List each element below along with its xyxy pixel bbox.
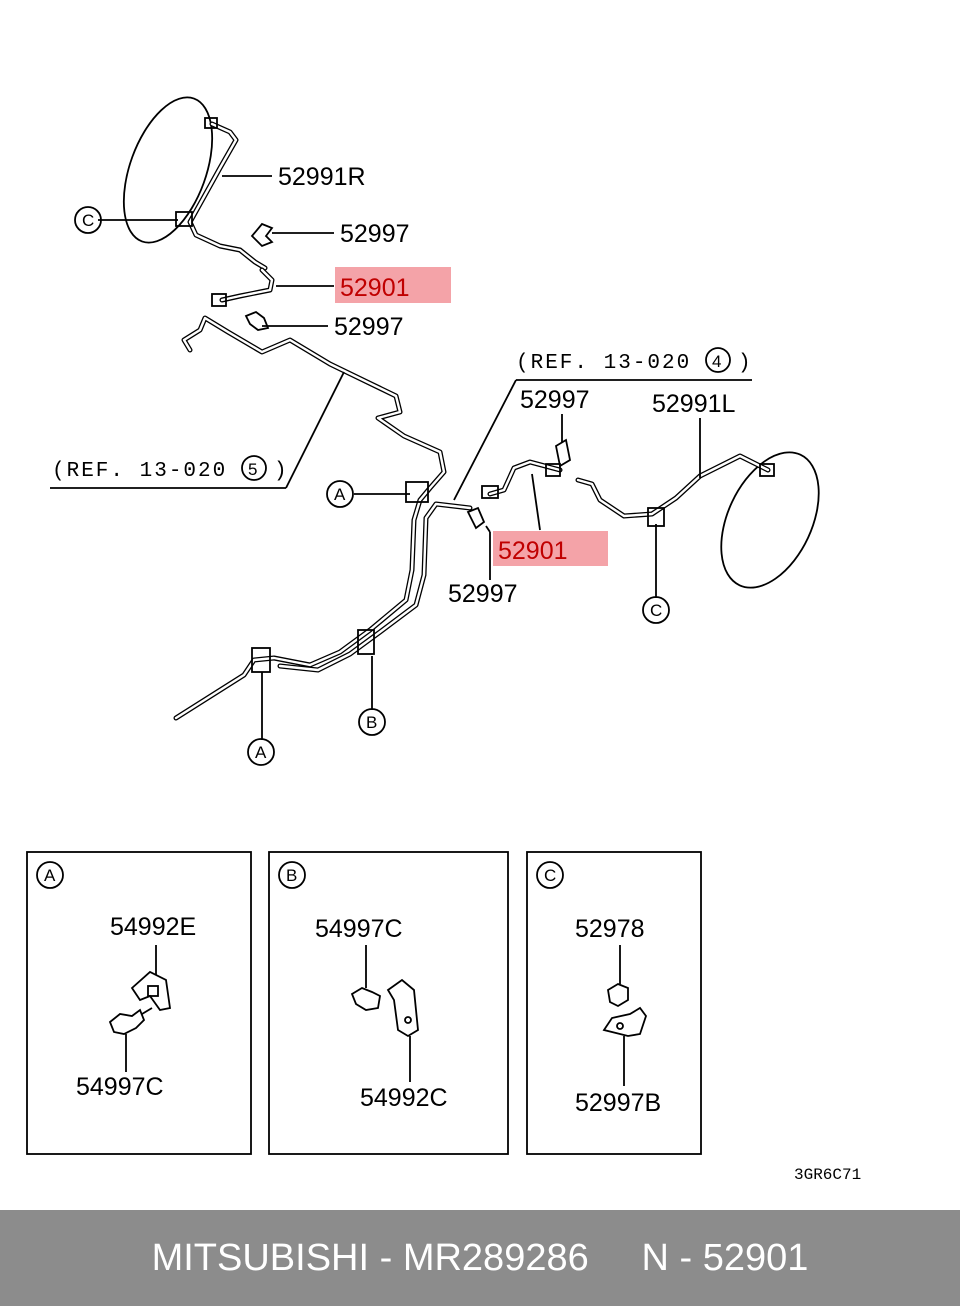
detail-c-tag: C [544, 866, 556, 885]
label-ref-5-num: 5 [248, 460, 257, 479]
callout-b: B [366, 713, 377, 732]
detail-a-part2: 54997C [76, 1073, 164, 1101]
callout-c-right: C [650, 601, 662, 620]
detail-a-part1: 54992E [110, 913, 196, 941]
clip-52997-top1 [250, 222, 274, 248]
main-brake-pipe [173, 315, 473, 721]
label-ref-4-close: ) [738, 352, 753, 375]
label-52997-mid: 52997 [448, 580, 518, 608]
label-52997-top2: 52997 [334, 313, 404, 341]
label-52997-right: 52997 [520, 386, 590, 414]
clip-52997-top2 [244, 310, 270, 331]
wheel-disc-left [720, 451, 820, 589]
label-52901-top: 52901 [340, 274, 410, 302]
detail-a-tag: A [44, 866, 56, 885]
callout-a-bottom: A [255, 743, 267, 762]
hose-52901-top [211, 267, 275, 307]
detail-c-part1: 52978 [575, 915, 645, 943]
detail-b-part2: 54992C [360, 1084, 448, 1112]
highlight-box-mid [493, 531, 608, 566]
label-ref-4: (REF. 13-020 [516, 352, 691, 375]
detail-c-part2: 52997B [575, 1089, 661, 1117]
label-ref-4-num: 4 [712, 352, 721, 371]
highlight-box-top [335, 267, 451, 303]
label-52991l: 52991L [652, 390, 736, 418]
wheel-disc-right-top [122, 96, 214, 244]
footer-part-text: MITSUBISHI - MR289286 N - 52901 [151, 1236, 809, 1279]
label-ref-5-close: ) [274, 460, 289, 483]
hose-52991l [575, 453, 775, 527]
brake-line-diagram: 52991R 52997 52901 52997 (REF. 13-020 4 … [26, 96, 861, 1184]
clip-52997-right [554, 438, 572, 468]
callout-a-mid: A [334, 485, 346, 504]
hose-52991r [175, 117, 268, 271]
label-52901-mid: 52901 [498, 537, 568, 565]
footer-bar: MITSUBISHI - MR289286 N - 52901 [0, 1210, 960, 1306]
hose-52901-mid [481, 459, 563, 499]
callout-c-top: C [82, 211, 94, 230]
detail-b-part1: 54997C [315, 915, 403, 943]
detail-box-a: A 54992E 54997C [26, 851, 252, 1155]
label-ref-5: (REF. 13-020 [52, 460, 227, 483]
detail-b-tag: B [286, 866, 297, 885]
label-52991r: 52991R [278, 163, 366, 191]
label-52997-top1: 52997 [340, 220, 410, 248]
clip-52997-mid [466, 506, 486, 530]
detail-box-c: C 52978 52997B [526, 851, 702, 1155]
detail-box-b: B 54997C 54992C [268, 851, 509, 1155]
diagram-code: 3GR6C71 [794, 1166, 861, 1184]
